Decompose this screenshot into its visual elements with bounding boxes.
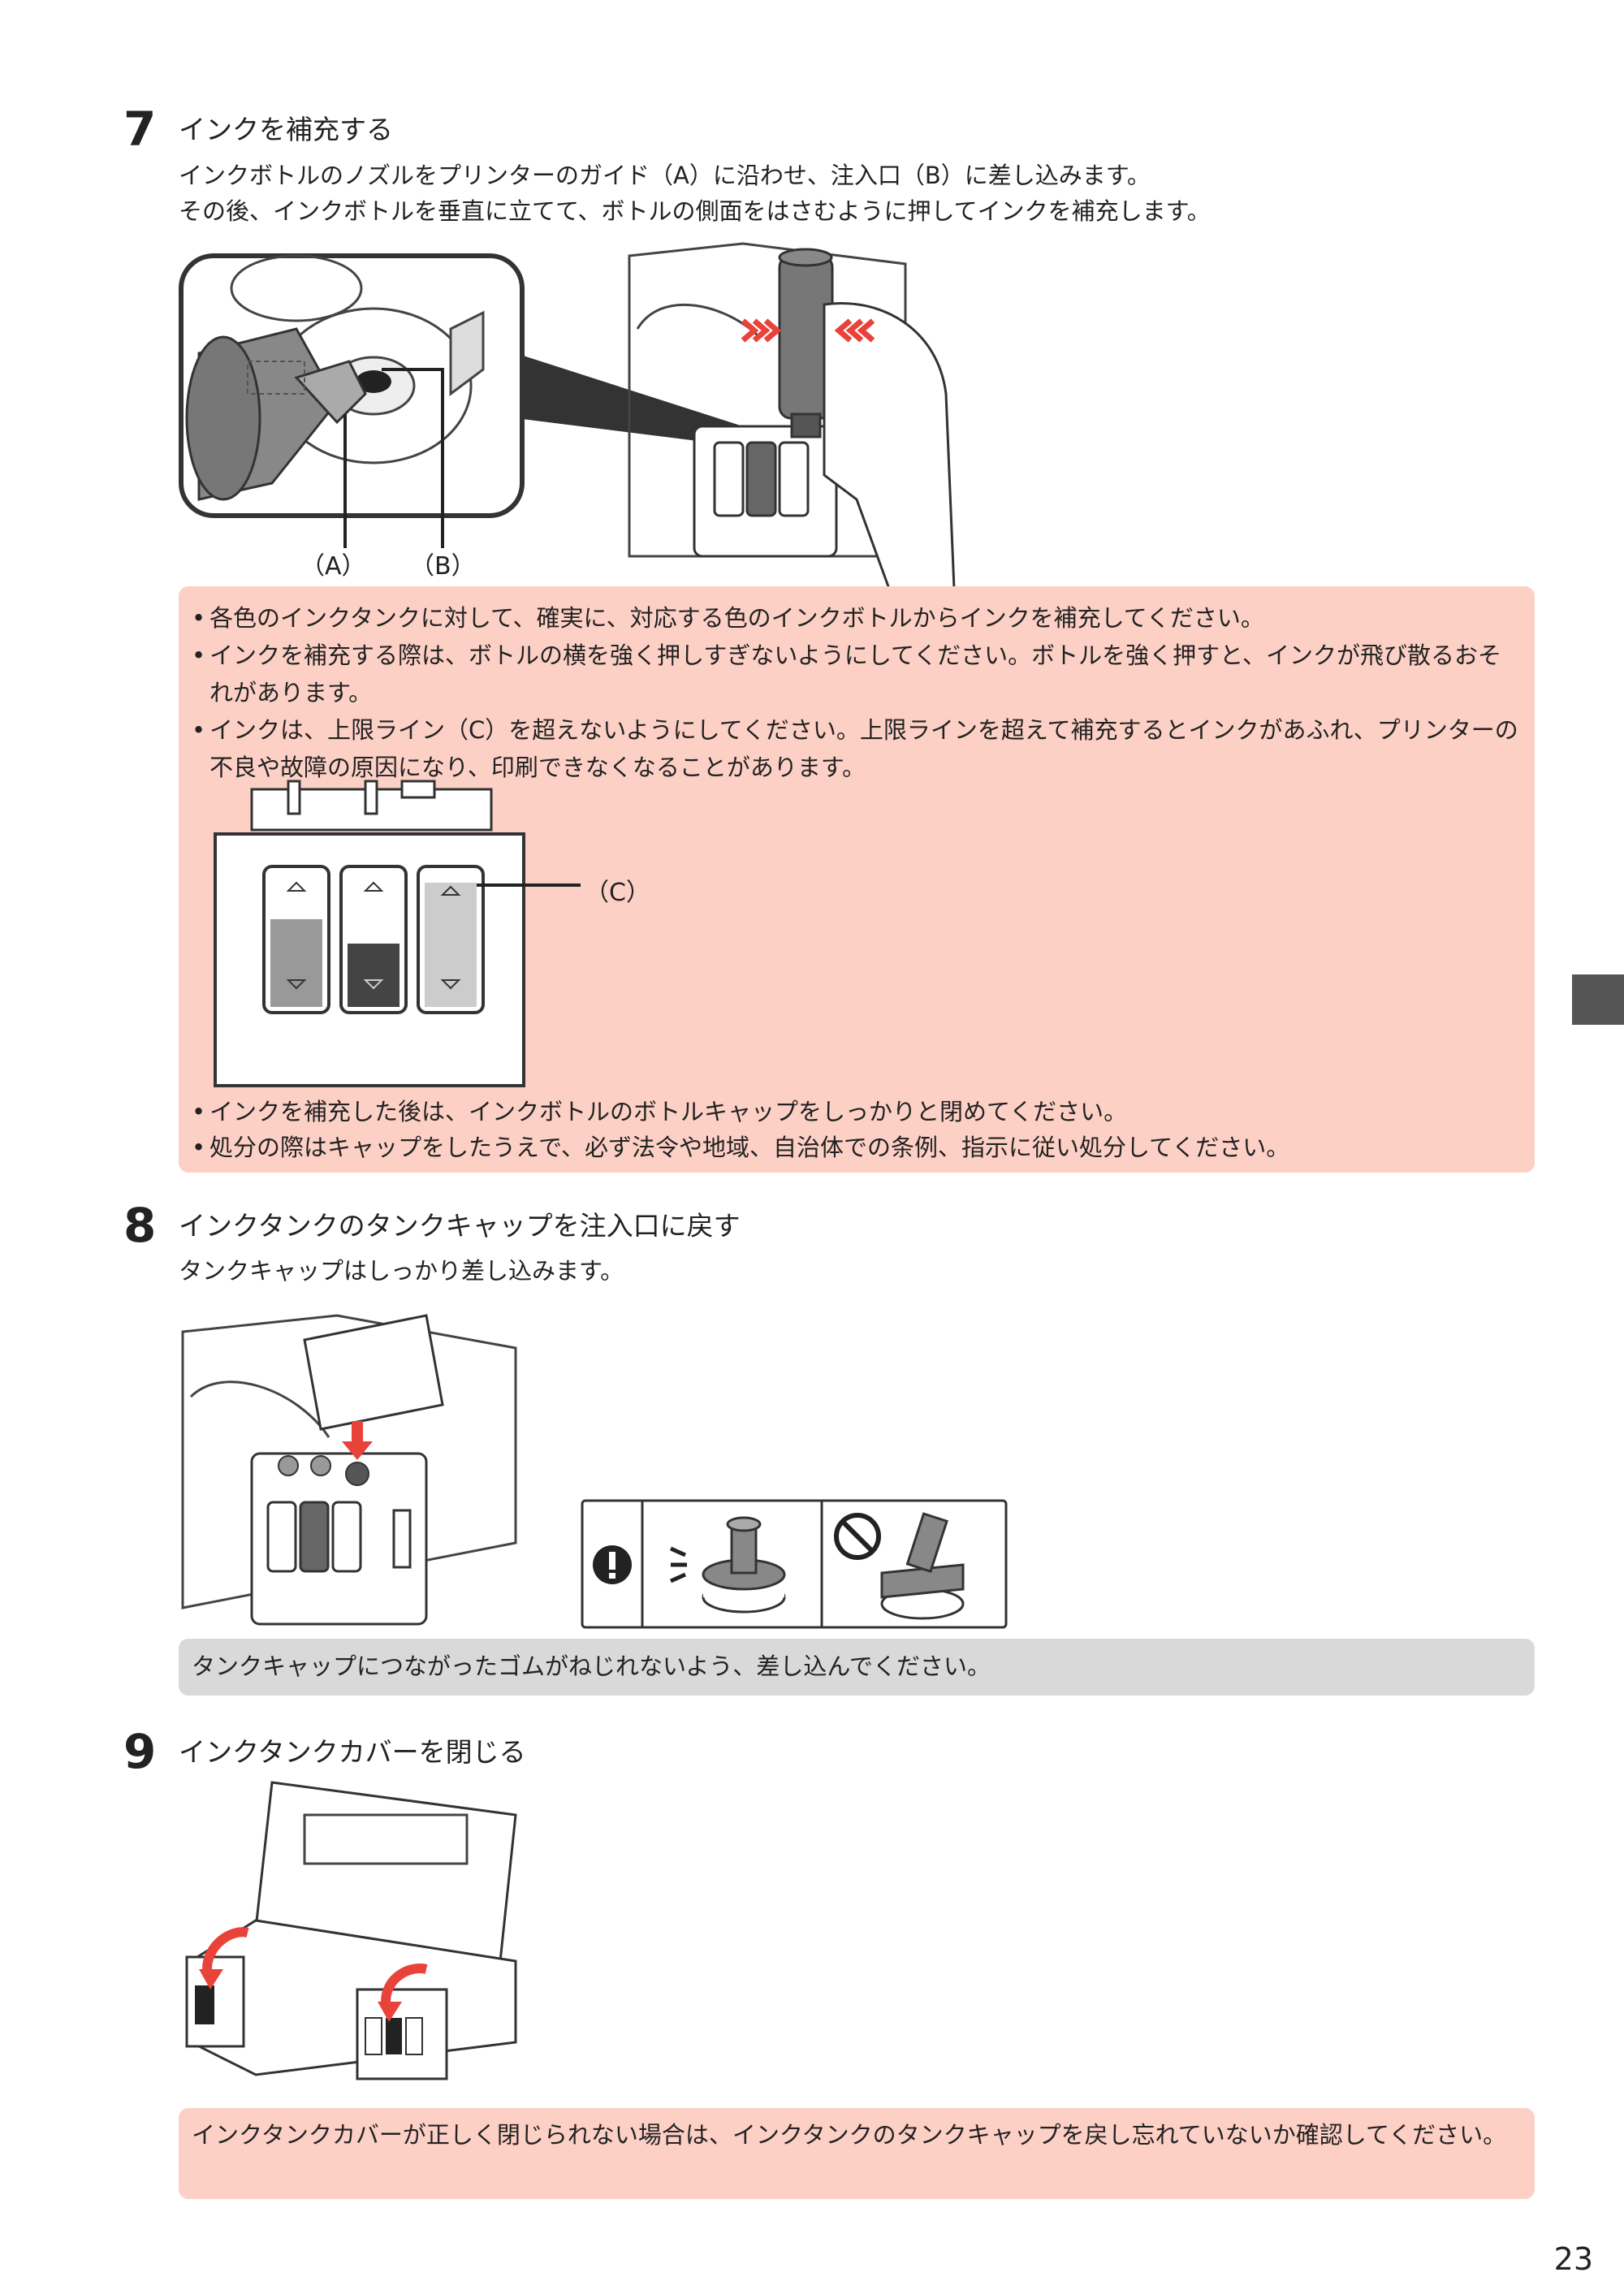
ink-refill-illustration — [179, 242, 956, 590]
step-7-line-2: その後、インクボトルを垂直に立てて、ボトルの側面をはさむように押してインクを補充… — [179, 197, 1211, 225]
prohibition-icon — [834, 1513, 881, 1560]
cap-correct-incorrect-panel — [581, 1499, 1008, 1629]
close-ink-tank-cover-illustration — [185, 1781, 517, 2080]
info-note-step-8 — [179, 1639, 1535, 1696]
step-8-title: インクタンクのタンクキャップを注入口に戻す — [179, 1210, 741, 1242]
tank-cap-insert-illustration — [181, 1314, 517, 1626]
step-7-line-1: インクボトルのノズルをプリンターのガイド（A）に沿わせ、注入口（B）に差し込みま… — [179, 162, 1151, 189]
note-text: 処分の際はキャップをしたうえで、必ず法令や地域、自治体での条例、指示に従い処分し… — [209, 1134, 1290, 1161]
note-text: インクを補充する際は、ボトルの横を強く押しすぎないようにしてください。ボトルを強… — [209, 642, 1501, 706]
bullet: • — [192, 716, 206, 744]
note-text: インクを補充した後は、インクボトルのボトルキャップをしっかりと閉めてください。 — [209, 1098, 1128, 1125]
note-item: • 処分の際はキャップをしたうえで、必ず法令や地域、自治体での条例、指示に従い処… — [192, 1129, 1523, 1166]
note-item: • インクは、上限ライン（C）を超えないようにしてください。上限ラインを超えて補… — [192, 711, 1523, 786]
label-b: （B） — [410, 552, 476, 581]
bullet: • — [192, 1098, 206, 1125]
note-text: 各色のインクタンクに対して、確実に、対応する色のインクボトルからインクを補充して… — [209, 604, 1264, 632]
ink-tank-upper-limit-illustration — [214, 780, 581, 1087]
bullet: • — [192, 642, 206, 669]
step-8-line-1: タンクキャップはしっかり差し込みます。 — [179, 1257, 624, 1285]
note-item: • インクを補充した後は、インクボトルのボトルキャップをしっかりと閉めてください… — [192, 1093, 1523, 1130]
note-item: • 各色のインクタンクに対して、確実に、対応する色のインクボトルからインクを補充… — [192, 599, 1523, 637]
bullet: • — [192, 604, 206, 632]
note-text: インクは、上限ライン（C）を超えないようにしてください。上限ラインを超えて補充す… — [209, 716, 1518, 781]
label-a: （A） — [300, 552, 366, 581]
label-c: （C） — [585, 879, 650, 907]
step-8-number: 8 — [123, 1198, 157, 1253]
page-number: 23 — [1553, 2241, 1593, 2277]
step-8-note: タンクキャップにつながったゴムがねじれないよう、差し込んでください。 — [192, 1652, 991, 1680]
bullet: • — [192, 1134, 206, 1161]
step-9-note: インクタンクカバーが正しく閉じられない場合は、インクタンクのタンクキャップを戻し… — [192, 2121, 1507, 2149]
caution-note-step-9 — [179, 2108, 1535, 2199]
chapter-tab — [1572, 974, 1624, 1025]
step-9-number: 9 — [123, 1724, 157, 1779]
exclamation-icon — [593, 1545, 632, 1584]
step-9-title: インクタンクカバーを閉じる — [179, 1736, 526, 1768]
note-item: • インクを補充する際は、ボトルの横を強く押しすぎないようにしてください。ボトル… — [192, 637, 1523, 711]
step-7-number: 7 — [123, 102, 157, 157]
step-7-title: インクを補充する — [179, 114, 393, 145]
